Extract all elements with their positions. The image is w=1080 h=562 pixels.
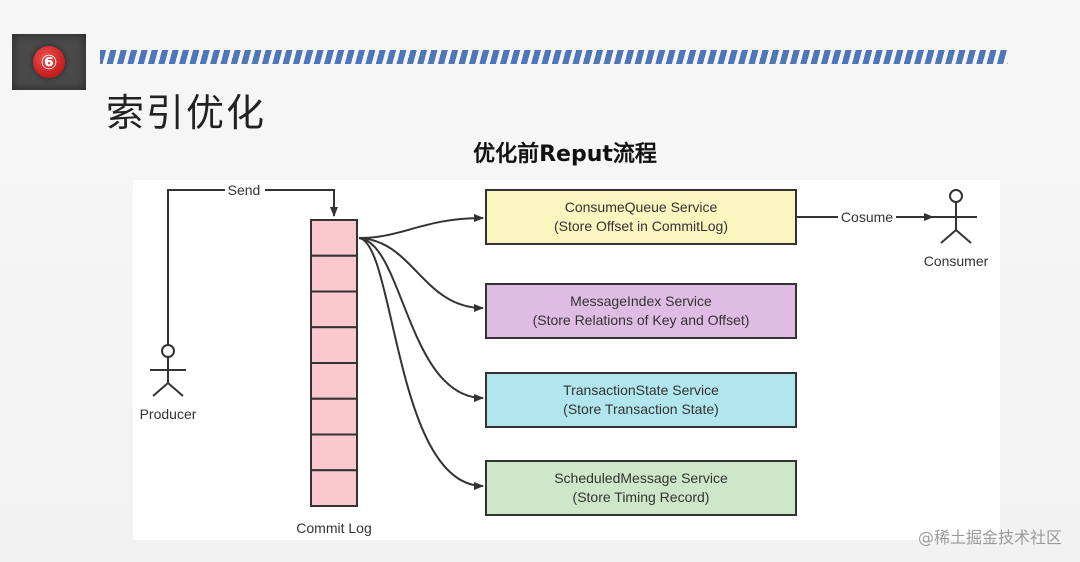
service-box: ScheduledMessage Service (Store Timing Re…: [486, 461, 796, 515]
service-box: MessageIndex Service (Store Relations of …: [486, 284, 796, 338]
producer-actor: Producer: [140, 345, 197, 422]
commit-log-cell: [311, 256, 357, 292]
diagram-canvas: Producer Send Commit Log ConsumeQueue Se…: [133, 180, 1000, 540]
diagram-title: 优化前Reput流程: [0, 136, 1080, 168]
flow-arrow-transactionstate: [359, 238, 483, 398]
service-name: ScheduledMessage Service: [554, 470, 728, 486]
send-label: Send: [228, 182, 261, 198]
consumer-head: [950, 190, 962, 202]
service-name: TransactionState Service: [563, 382, 719, 398]
service-description: (Store Relations of Key and Offset): [533, 312, 750, 328]
producer-head: [162, 345, 174, 357]
service-name: MessageIndex Service: [570, 293, 712, 309]
producer-leg-right: [168, 383, 183, 396]
consumer-leg-left: [941, 230, 956, 243]
service-box: TransactionState Service (Store Transacti…: [486, 373, 796, 427]
consumer-leg-right: [956, 230, 971, 243]
watermark: @稀土掘金技术社区: [918, 524, 1062, 548]
consume-label: Cosume: [841, 209, 893, 225]
service-list: ConsumeQueue Service (Store Offset in Com…: [486, 190, 796, 515]
commit-log-cell: [311, 327, 357, 363]
flow-arrow-consumequeue: [359, 218, 483, 238]
consumer-actor: Consumer: [924, 190, 989, 269]
service-description: (Store Offset in CommitLog): [554, 218, 728, 234]
slide-title: 索引优化: [106, 82, 266, 137]
commit-log-cell: [311, 363, 357, 399]
producer-label: Producer: [140, 406, 197, 422]
commit-log-cell: [311, 399, 357, 435]
service-name: ConsumeQueue Service: [565, 199, 718, 215]
service-description: (Store Timing Record): [573, 489, 710, 505]
logo: ⑥: [12, 34, 86, 90]
service-description: (Store Transaction State): [563, 401, 719, 417]
commit-log-cell: [311, 435, 357, 471]
consumer-label: Consumer: [924, 253, 989, 269]
commit-log-cell: [311, 292, 357, 328]
reput-flow-diagram: Producer Send Commit Log ConsumeQueue Se…: [133, 180, 1000, 540]
netease-music-logo-icon: ⑥: [33, 46, 65, 78]
send-line-left: [168, 190, 225, 345]
service-box: ConsumeQueue Service (Store Offset in Com…: [486, 190, 796, 244]
decorative-dashed-bar: [100, 50, 1008, 64]
commit-log-cell: [311, 470, 357, 506]
commit-log-cell: [311, 220, 357, 256]
producer-leg-left: [153, 383, 168, 396]
send-arrow: [265, 190, 334, 216]
commit-log-label: Commit Log: [296, 520, 371, 536]
flow-arrow-messageindex: [359, 238, 483, 308]
commit-log: [311, 220, 357, 506]
